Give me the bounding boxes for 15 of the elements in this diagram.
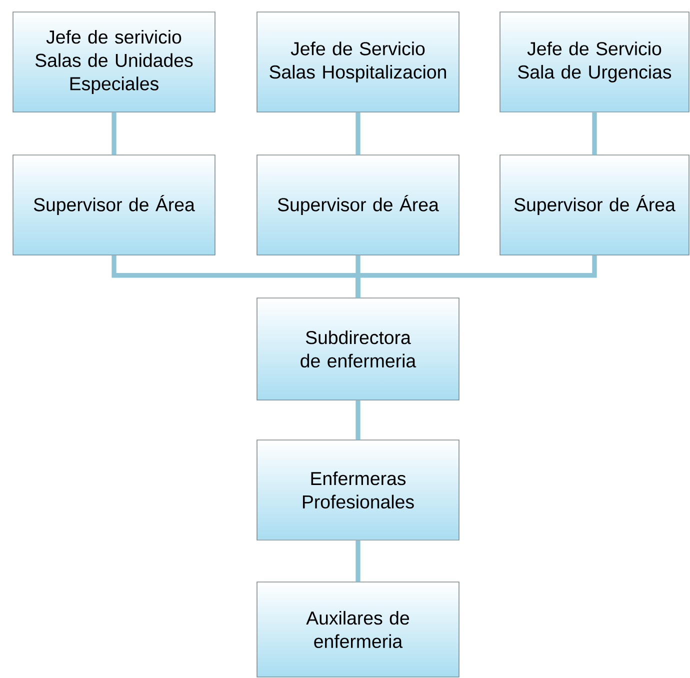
connector-line xyxy=(592,112,597,155)
org-box: Supervisor de Área xyxy=(12,154,216,256)
connector-line xyxy=(356,540,360,582)
org-box: Jefe de Servicio Salas Hospitalizacion xyxy=(256,12,460,112)
org-box: Jefe de Servicio Sala de Urgencias xyxy=(500,12,690,112)
org-box: Subdirectora de enfermeria xyxy=(256,298,460,400)
connector-line xyxy=(356,112,360,155)
org-box: Auxilares de enfermeria xyxy=(256,582,460,678)
connector-line xyxy=(356,400,360,440)
connector-line xyxy=(356,255,597,298)
org-box: Supervisor de Área xyxy=(256,154,460,256)
org-box: Enfermeras Profesionales xyxy=(256,440,460,540)
connector-line xyxy=(112,112,116,155)
org-box: Jefe de serivicio Salas de Unidades Especiales xyxy=(12,12,216,112)
org-box: Supervisor de Área xyxy=(500,154,690,256)
